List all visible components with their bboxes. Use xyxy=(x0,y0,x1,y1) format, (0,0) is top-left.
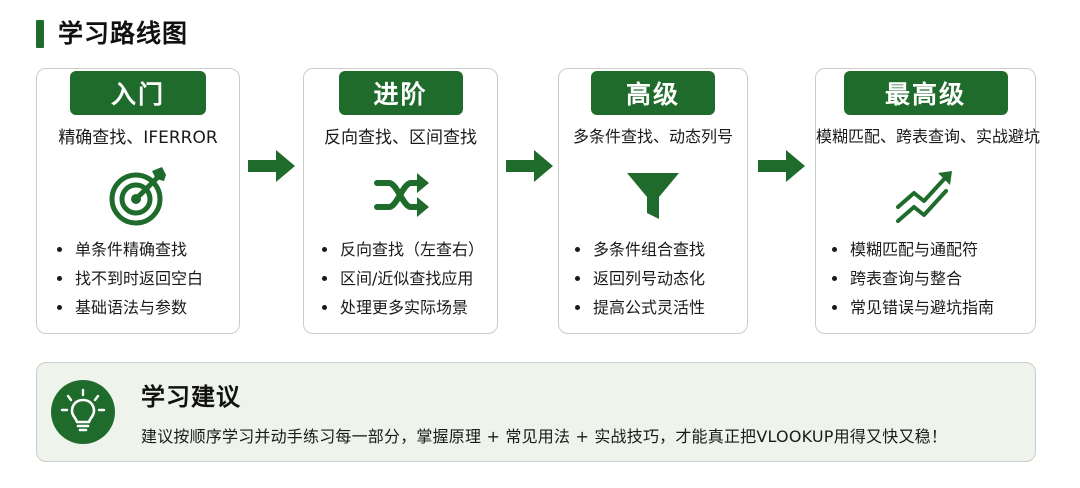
funnel-icon xyxy=(621,163,685,227)
trend-up-icon xyxy=(894,163,958,227)
list-item: 找不到时返回空白 xyxy=(53,264,203,293)
tip-title: 学习建议 xyxy=(141,383,241,411)
stage-subtitle: 多条件查找、动态列号 xyxy=(572,127,733,146)
stage-card-expert: 最高级 模糊匹配、跨表查询、实战避坑 模糊匹配与通配符 跨表查询与整合 常见错误… xyxy=(815,68,1041,334)
arrow-right-icon xyxy=(248,149,296,183)
shuffle-icon xyxy=(369,163,433,227)
list-item: 多条件组合查找 xyxy=(571,235,705,264)
stage-subtitle: 反向查找、区间查找 xyxy=(324,128,477,148)
list-item: 模糊匹配与通配符 xyxy=(828,235,994,264)
page-title: 学习路线图 xyxy=(58,19,189,48)
stage-bullet-list: 模糊匹配与通配符 跨表查询与整合 常见错误与避坑指南 xyxy=(828,235,994,322)
stage-subtitle: 精确查找、IFERROR xyxy=(58,128,218,148)
tip-text: 建议按顺序学习并动手练习每一部分，掌握原理 + 常见用法 + 实战技巧，才能真正… xyxy=(141,427,948,446)
title-accent-bar xyxy=(36,20,44,48)
learning-tip-panel: 学习建议 建议按顺序学习并动手练习每一部分，掌握原理 + 常见用法 + 实战技巧… xyxy=(36,362,1036,462)
stage-badge: 高级 xyxy=(591,71,715,115)
list-item: 跨表查询与整合 xyxy=(828,264,994,293)
stage-subtitle: 模糊匹配、跨表查询、实战避坑 xyxy=(816,127,1041,146)
stage-bullet-list: 多条件组合查找 返回列号动态化 提高公式灵活性 xyxy=(571,235,705,322)
list-item: 提高公式灵活性 xyxy=(571,293,705,322)
list-item: 处理更多实际场景 xyxy=(318,293,484,322)
target-icon xyxy=(106,163,170,227)
list-item: 常见错误与避坑指南 xyxy=(828,293,994,322)
stage-card-intermediate: 进阶 反向查找、区间查找 反向查找（左查右） 区间/近似查找应用 处理更多实际场… xyxy=(303,68,498,334)
stage-badge: 最高级 xyxy=(843,71,1008,115)
arrow-right-icon xyxy=(506,149,554,183)
stage-bullet-list: 反向查找（左查右） 区间/近似查找应用 处理更多实际场景 xyxy=(318,235,484,322)
stage-badge: 进阶 xyxy=(338,71,463,115)
list-item: 基础语法与参数 xyxy=(53,293,203,322)
stage-bullet-list: 单条件精确查找 找不到时返回空白 基础语法与参数 xyxy=(53,235,203,322)
list-item: 反向查找（左查右） xyxy=(318,235,484,264)
stage-badge: 入门 xyxy=(70,71,206,115)
list-item: 单条件精确查找 xyxy=(53,235,203,264)
stage-card-beginner: 入门 精确查找、IFERROR 单条件精确查找 找不到时返回空白 基础语法与参数 xyxy=(36,68,240,334)
stage-card-advanced: 高级 多条件查找、动态列号 多条件组合查找 返回列号动态化 提高公式灵活性 xyxy=(558,68,748,334)
list-item: 返回列号动态化 xyxy=(571,264,705,293)
arrow-right-icon xyxy=(758,149,806,183)
lightbulb-icon xyxy=(51,380,115,444)
list-item: 区间/近似查找应用 xyxy=(318,264,484,293)
